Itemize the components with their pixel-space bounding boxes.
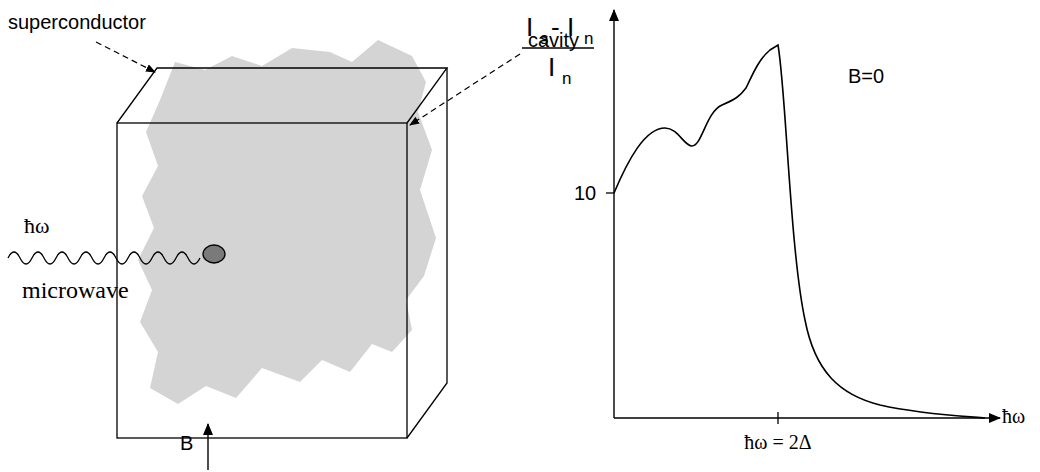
curve-label: B=0 (848, 66, 884, 86)
axis-subscript: n (584, 30, 593, 47)
tick (606, 192, 614, 193)
part-label: microwave (22, 278, 129, 302)
axis-subscript: s (540, 30, 549, 47)
quantity-label: ħω (24, 215, 49, 237)
axis-label: - I (551, 14, 574, 40)
field-label: B (180, 433, 193, 453)
tick-label: ħω = 2Δ (744, 432, 811, 452)
y-axis (613, 10, 614, 418)
axis-label: ħω (1002, 406, 1025, 426)
axis-label: I (548, 54, 555, 80)
absorber-dot (203, 245, 225, 263)
leader-line (410, 54, 520, 125)
part-label: superconductor (8, 12, 146, 32)
axis-label: I (526, 14, 533, 40)
cavity-region (138, 40, 436, 404)
microwave-wave (8, 252, 200, 264)
response-curve (614, 45, 985, 418)
tick-label: 10 (574, 183, 596, 203)
axis-subscript: n (562, 70, 571, 87)
x-axis (614, 417, 1000, 418)
tick (777, 412, 778, 424)
leader-line (96, 42, 155, 72)
superconductor-cube (117, 68, 447, 438)
field-arrow (207, 424, 208, 470)
